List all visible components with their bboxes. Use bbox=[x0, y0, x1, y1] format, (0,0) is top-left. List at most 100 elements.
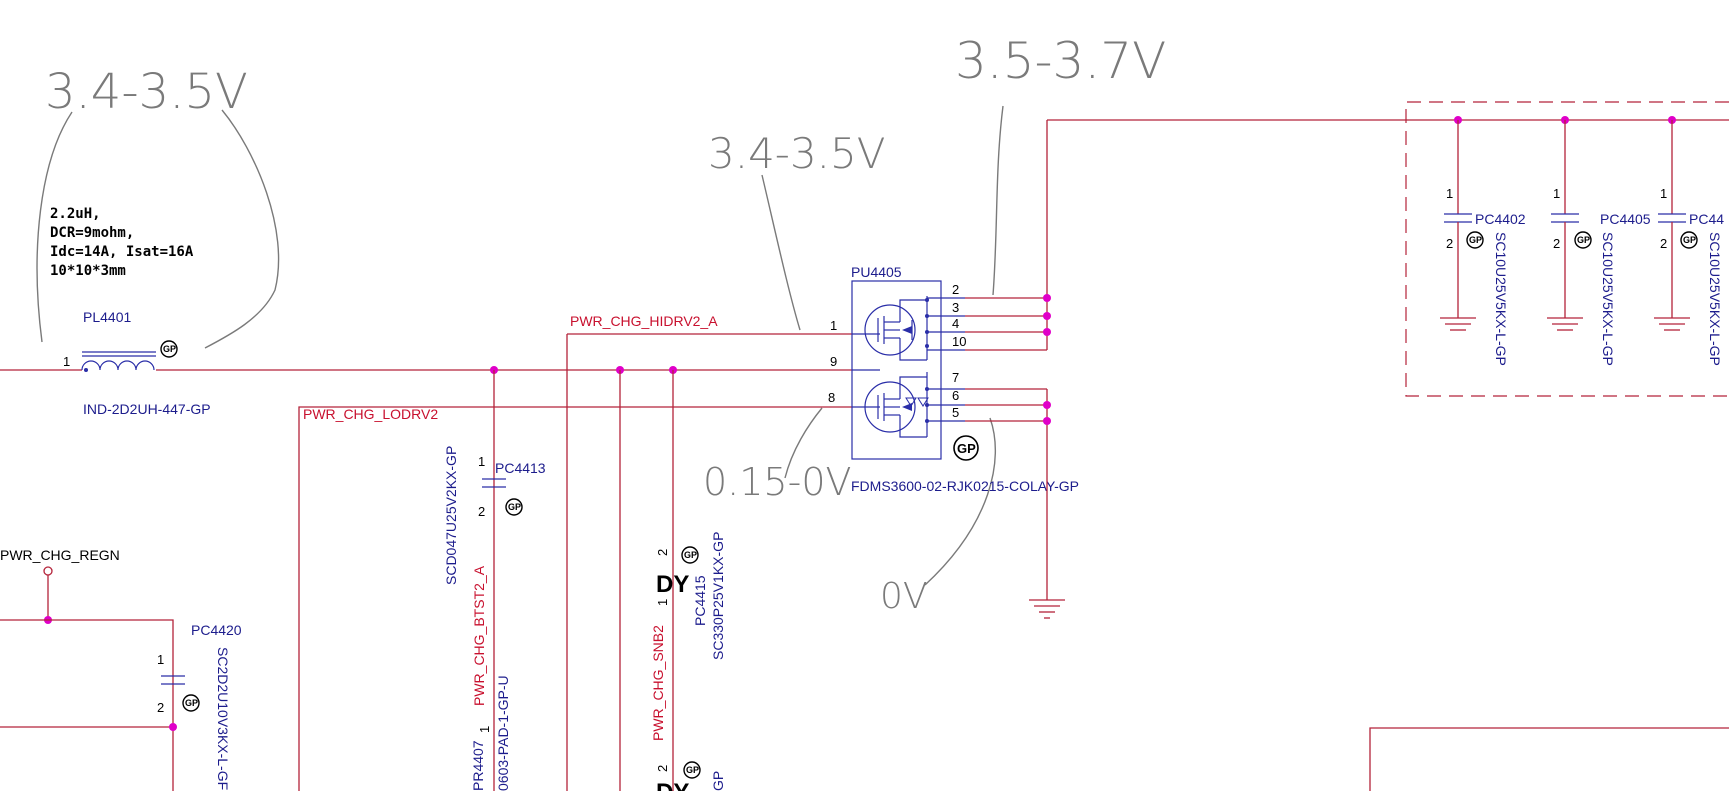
svg-text:6: 6 bbox=[952, 388, 959, 403]
svg-text:PC4405: PC4405 bbox=[1600, 211, 1651, 227]
inductor-note-line-3: Idc=14A, Isat=16A bbox=[50, 244, 194, 260]
svg-text:SC10U25V5KX-L-GP: SC10U25V5KX-L-GP bbox=[1707, 232, 1723, 366]
svg-text:GP: GP bbox=[957, 441, 976, 456]
ground-icon bbox=[1547, 317, 1583, 331]
junction-dot bbox=[1043, 328, 1051, 336]
svg-text:10: 10 bbox=[952, 334, 966, 349]
svg-text:1: 1 bbox=[157, 652, 164, 667]
svg-text:SC10U25V5KX-L-GP: SC10U25V5KX-L-GP bbox=[1600, 232, 1616, 366]
inductor-note-line-2: DCR=9mohm, bbox=[50, 225, 134, 241]
handwritten-voltage-ground: 0V bbox=[880, 576, 928, 617]
svg-text:SC2D2U10V3KX-L-GF: SC2D2U10V3KX-L-GF bbox=[215, 647, 231, 790]
gp-marker-text: GP bbox=[163, 344, 176, 354]
handwritten-arrow-inductor-right bbox=[204, 109, 280, 349]
svg-text:9: 9 bbox=[830, 354, 837, 369]
gp-marker-icon: GP bbox=[1680, 231, 1698, 249]
net-label-regn: PWR_CHG_REGN bbox=[0, 547, 120, 563]
gp-marker-icon: GP bbox=[1574, 231, 1592, 249]
inductor-pl4401: PL4401 1 IND-2D2UH-447-GP bbox=[63, 309, 211, 417]
net-label-snb: PWR_CHG_SNB2 bbox=[650, 625, 666, 741]
svg-text:PL4401: PL4401 bbox=[83, 309, 131, 325]
wire-lodrv bbox=[298, 406, 852, 791]
net-label-btst: PWR_CHG_BTST2_A bbox=[471, 565, 487, 706]
bottom-dy-marker: DY bbox=[656, 779, 689, 791]
junction-dot bbox=[1043, 417, 1051, 425]
svg-text:PR4407: PR4407 bbox=[470, 740, 486, 791]
junction-dot bbox=[1043, 401, 1051, 409]
handwritten-arrow-hidrv bbox=[761, 174, 801, 331]
svg-text:1: 1 bbox=[1446, 186, 1453, 201]
mosfet-pu4405: PU4405 1 9 8 bbox=[828, 264, 1079, 494]
svg-text:PC4402: PC4402 bbox=[1475, 211, 1526, 227]
svg-text:1: 1 bbox=[1660, 186, 1667, 201]
svg-text:0603-PAD-1-GP-U: 0603-PAD-1-GP-U bbox=[495, 675, 511, 791]
handwritten-voltage-lodrv: 0.15-0V bbox=[703, 460, 852, 504]
gp-marker-icon: GP bbox=[1466, 231, 1484, 249]
capacitor-pc4413: 1 2 PC4413 SCD047U25V2KX-GP bbox=[443, 446, 546, 585]
svg-text:GP: GP bbox=[508, 502, 521, 512]
handwritten-arrow-input bbox=[992, 105, 1004, 296]
svg-text:2: 2 bbox=[157, 700, 164, 715]
svg-text:PC44: PC44 bbox=[1689, 211, 1724, 227]
svg-text:PU4405: PU4405 bbox=[851, 264, 902, 280]
svg-text:2: 2 bbox=[952, 282, 959, 297]
svg-text:PC4413: PC4413 bbox=[495, 460, 546, 476]
capacitor-group-box bbox=[1405, 101, 1729, 397]
svg-text:GP: GP bbox=[1469, 235, 1482, 245]
svg-text:GP: GP bbox=[684, 550, 697, 560]
svg-text:1: 1 bbox=[63, 354, 70, 369]
svg-text:1: 1 bbox=[1553, 186, 1560, 201]
net-label-lodrv: PWR_CHG_LODRV2 bbox=[303, 406, 438, 422]
dy-marker: DY bbox=[656, 571, 689, 598]
svg-text:2: 2 bbox=[478, 504, 485, 519]
svg-text:PC4415: PC4415 bbox=[692, 575, 708, 626]
ground-icon bbox=[1440, 317, 1476, 331]
capacitor-pc4415: 2 1 DY PC4415 SC330P25V1KX-GP bbox=[655, 532, 726, 660]
net-label-hidrv: PWR_CHG_HIDRV2_A bbox=[570, 313, 718, 329]
svg-text:GP: GP bbox=[1577, 235, 1590, 245]
handwritten-arrow-inductor-left bbox=[36, 111, 73, 343]
svg-text:SC330P25V1KX-GP: SC330P25V1KX-GP bbox=[710, 532, 726, 660]
svg-text:GP: GP bbox=[686, 765, 699, 775]
bottom-part-gp: GP bbox=[710, 771, 726, 791]
resistor-pr4407: PR4407 1 0603-PAD-1-GP-U bbox=[470, 675, 511, 791]
junction-dot bbox=[1043, 294, 1051, 302]
svg-text:7: 7 bbox=[952, 370, 959, 385]
svg-text:1: 1 bbox=[655, 599, 670, 606]
svg-text:3: 3 bbox=[952, 300, 959, 315]
junction-dot bbox=[1043, 312, 1051, 320]
handwritten-voltage-inductor: 3.4-3.5V bbox=[45, 64, 248, 120]
gp-marker-icon: GP bbox=[160, 340, 178, 358]
handwritten-voltage-input: 3.5-3.7V bbox=[955, 32, 1166, 90]
capacitor-pc4402: 1 2 PC4402 SC10U25V5KX-L-GP bbox=[1444, 120, 1526, 366]
svg-text:2: 2 bbox=[1553, 236, 1560, 251]
svg-text:2: 2 bbox=[655, 549, 670, 556]
wire-regn bbox=[0, 619, 174, 791]
capacitor-pc4405: 1 2 PC4405 SC10U25V5KX-L-GP bbox=[1551, 120, 1651, 366]
gp-marker-icon: GP bbox=[182, 694, 200, 712]
svg-text:4: 4 bbox=[952, 316, 959, 331]
svg-text:GP: GP bbox=[185, 698, 198, 708]
svg-text:1: 1 bbox=[477, 726, 492, 733]
gp-marker-icon: GP bbox=[681, 546, 699, 564]
svg-text:2: 2 bbox=[1446, 236, 1453, 251]
capacitor-pc4420: 1 2 PC4420 SC2D2U10V3KX-L-GF bbox=[157, 622, 242, 790]
gp-marker-icon: GP bbox=[505, 498, 523, 516]
handwritten-arrow-ground bbox=[924, 417, 996, 586]
inductor-note-line-4: 10*10*3mm bbox=[50, 263, 126, 279]
gp-marker-icon: GP bbox=[953, 435, 979, 461]
gp-marker-icon: GP bbox=[683, 761, 701, 779]
handwritten-voltage-hidrv: 3.4-3.5V bbox=[708, 129, 885, 178]
mosfet-part-number: FDMS3600-02-RJK0215-COLAY-GP bbox=[851, 478, 1079, 494]
svg-text:GP: GP bbox=[1683, 235, 1696, 245]
junction-dot bbox=[169, 723, 177, 731]
ground-icon bbox=[1029, 599, 1065, 619]
regn-port bbox=[43, 566, 53, 576]
capacitor-pc44xx: 1 2 PC44 SC10U25V5KX-L-GP bbox=[1658, 120, 1724, 366]
svg-text:2: 2 bbox=[1660, 236, 1667, 251]
svg-text:5: 5 bbox=[952, 405, 959, 420]
bottom-part-pin: 2 bbox=[655, 765, 670, 772]
svg-text:SCD047U25V2KX-GP: SCD047U25V2KX-GP bbox=[443, 446, 459, 585]
svg-text:1: 1 bbox=[478, 454, 485, 469]
handwritten-arrow-lodrv bbox=[784, 407, 823, 479]
